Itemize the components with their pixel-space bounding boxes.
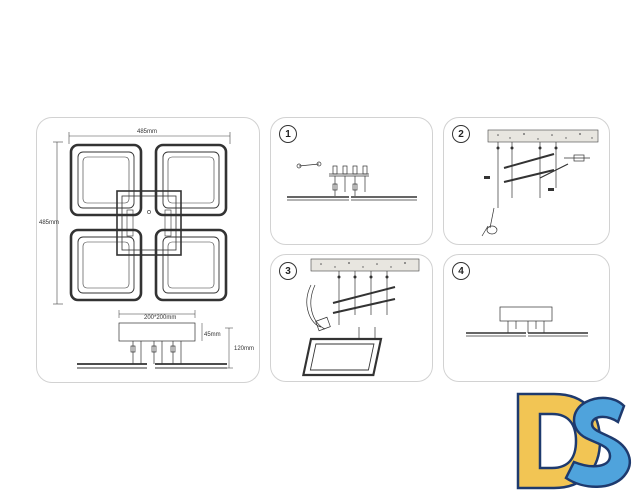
step-3-number: 3	[279, 262, 297, 280]
step-4-panel: 4	[443, 254, 610, 382]
step-1-panel: 1	[270, 117, 433, 245]
plate-depth-label: 45mm	[204, 332, 221, 338]
lamp-ring-bottom-left	[69, 228, 143, 302]
total-height-label: 120mm	[234, 346, 254, 352]
step-2-number: 2	[452, 125, 470, 143]
dimensions-panel: 485mm 485mm	[36, 117, 260, 383]
step-2-drawing	[481, 129, 599, 237]
central-frame	[116, 190, 182, 256]
lamp-ring-bottom-right	[154, 228, 228, 302]
step-3-panel: 3	[270, 254, 433, 382]
ds-logo	[516, 392, 631, 490]
step-4-number: 4	[452, 262, 470, 280]
height-dimension-label: 485mm	[39, 220, 59, 226]
step-2-panel: 2	[443, 117, 610, 245]
ceiling-texture	[310, 258, 420, 272]
dimensions-drawing: 485mm 485mm	[39, 129, 254, 369]
ceiling-texture	[487, 129, 599, 143]
logo-letter-s	[564, 396, 631, 488]
step-4-drawing	[466, 306, 588, 337]
step-3-drawing	[302, 258, 420, 377]
step-1-number: 1	[279, 125, 297, 143]
step-1-drawing	[287, 161, 417, 201]
lamp-ring-top-left	[69, 143, 143, 217]
width-dimension-label: 485mm	[137, 129, 157, 135]
lamp-ring-top-right	[154, 143, 228, 217]
side-view	[77, 310, 233, 369]
mount-plate-label: 200*200mm	[144, 315, 176, 321]
